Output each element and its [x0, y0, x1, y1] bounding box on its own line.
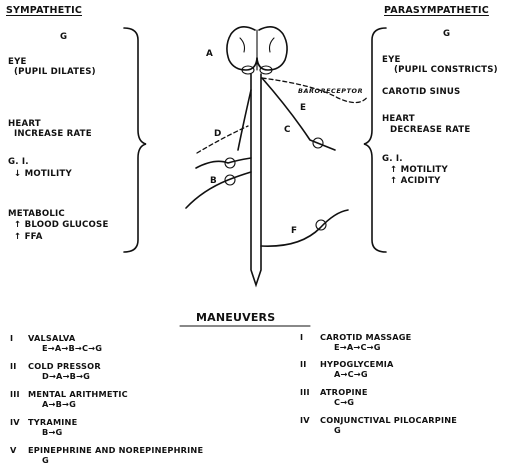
- sym-gi-label: G. I.: [8, 158, 29, 167]
- para-carotid-label: CAROTID SINUS: [382, 88, 460, 97]
- maneuver-left-path: E→A→B→C→G: [42, 344, 102, 352]
- para-heart-effect: DECREASE RATE: [390, 126, 470, 135]
- sym-metabolic-label: METABOLIC: [8, 210, 65, 219]
- brain-right-hemisphere: [257, 27, 287, 70]
- maneuver-left-path: D→A→B→G: [42, 372, 90, 380]
- maneuver-left-numeral: IV: [10, 418, 20, 426]
- sympathetic-brace: [124, 28, 146, 252]
- maneuver-right-name: ATROPINE: [320, 388, 368, 396]
- para-gi-effect-motility: ↑ MOTILITY: [390, 166, 448, 175]
- sym-eye-label: EYE: [8, 58, 27, 67]
- sym-metabolic-effect-glucose: ↑ BLOOD GLUCOSE: [14, 221, 109, 230]
- para-gi-label: G. I.: [382, 155, 403, 164]
- sym-eye-effect: (PUPIL DILATES): [14, 68, 96, 77]
- maneuver-right-path: G: [334, 426, 341, 434]
- parasympathetic-title: PARASYMPATHETIC: [384, 6, 489, 16]
- maneuver-left-name: EPINEPHRINE AND NOREPINEPHRINE: [28, 446, 203, 454]
- maneuvers-title: MANEUVERS: [196, 312, 275, 323]
- para-gi-effect-acidity: ↑ ACIDITY: [390, 177, 441, 186]
- label-c: C: [284, 126, 291, 135]
- para-eye-label: EYE: [382, 56, 401, 65]
- maneuver-right-name: CAROTID MASSAGE: [320, 333, 411, 341]
- maneuver-left-numeral: I: [10, 334, 13, 342]
- parasympathetic-g-label: G: [443, 30, 450, 39]
- para-eye-effect: (PUPIL CONSTRICTS): [394, 66, 498, 75]
- nerve-b-upper: [196, 158, 251, 168]
- maneuver-left-numeral: II: [10, 362, 17, 370]
- maneuver-left-name: COLD PRESSOR: [28, 362, 101, 370]
- spinal-cord: [251, 74, 261, 285]
- maneuver-right-numeral: IV: [300, 416, 310, 424]
- sym-gi-effect: ↓ MOTILITY: [14, 170, 72, 179]
- maneuver-left-numeral: V: [10, 446, 17, 454]
- sym-heart-label: HEART: [8, 120, 41, 129]
- label-d: D: [214, 130, 222, 139]
- maneuver-left-name: VALSALVA: [28, 334, 75, 342]
- maneuver-left-path: A→B→G: [42, 400, 76, 408]
- nerve-b-lower: [186, 172, 251, 208]
- maneuver-left-name: TYRAMINE: [28, 418, 77, 426]
- maneuver-right-name: HYPOGLYCEMIA: [320, 360, 394, 368]
- nerve-f: [261, 210, 348, 246]
- maneuver-right-path: C→G: [334, 398, 354, 406]
- maneuver-right-numeral: II: [300, 360, 307, 368]
- label-e: E: [300, 104, 306, 113]
- maneuver-right-numeral: I: [300, 333, 303, 341]
- sym-heart-effect: INCREASE RATE: [14, 130, 92, 139]
- maneuver-left-path: B→G: [42, 428, 62, 436]
- sympathetic-title: SYMPATHETIC: [6, 6, 82, 16]
- maneuver-left-path: G: [42, 456, 49, 464]
- maneuver-right-numeral: III: [300, 388, 310, 396]
- maneuver-left-numeral: III: [10, 390, 20, 398]
- sympathetic-g-label: G: [60, 33, 67, 42]
- maneuver-right-path: E→A→C→G: [334, 343, 381, 351]
- label-f: F: [291, 227, 297, 236]
- baroreceptor-label: BARORECEPTOR: [298, 88, 363, 94]
- brain-left-hemisphere: [227, 27, 257, 70]
- maneuver-left-name: MENTAL ARITHMETIC: [28, 390, 128, 398]
- sym-metabolic-effect-ffa: ↑ FFA: [14, 233, 43, 242]
- para-heart-label: HEART: [382, 115, 415, 124]
- maneuver-right-path: A→C→G: [334, 370, 368, 378]
- maneuver-right-name: CONJUNCTIVAL PILOCARPINE: [320, 416, 457, 424]
- label-a: A: [206, 50, 213, 59]
- label-b: B: [210, 177, 217, 186]
